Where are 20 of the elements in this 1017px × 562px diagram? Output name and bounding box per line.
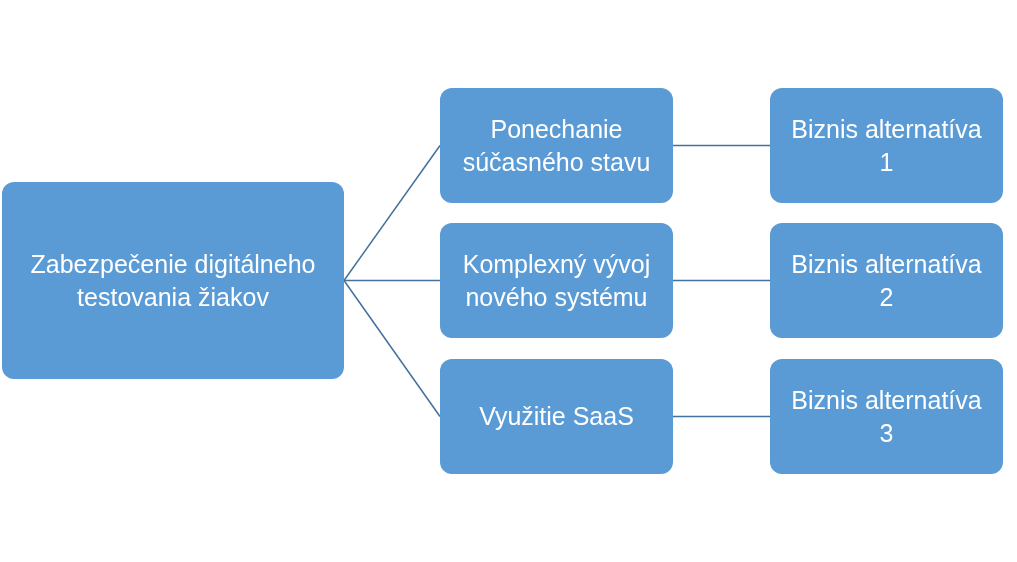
node-label: Biznis alternatíva 2 [790,249,983,313]
node-label: Využitie SaaS [479,401,634,433]
connector-line [672,415,771,418]
process-box [2,182,344,379]
node-label: Ponechanie súčasného stavu [461,114,652,178]
process-box [440,359,673,474]
node-label: Biznis alternatíva 3 [790,385,983,449]
process-box [770,359,1003,474]
node-label: Komplexný vývoj nového systému [461,249,652,313]
connector-line [343,144,441,282]
connector-line [343,279,441,418]
process-box [440,223,673,338]
process-box [770,88,1003,203]
node-label: Zabezpečenie digitálneho testovania žiakov [29,249,317,313]
node-label: Biznis alternatíva 1 [790,114,983,178]
connector-line [343,279,441,282]
process-box [770,223,1003,338]
connector-line [672,279,771,282]
process-box [440,88,673,203]
connector-line [672,144,771,147]
